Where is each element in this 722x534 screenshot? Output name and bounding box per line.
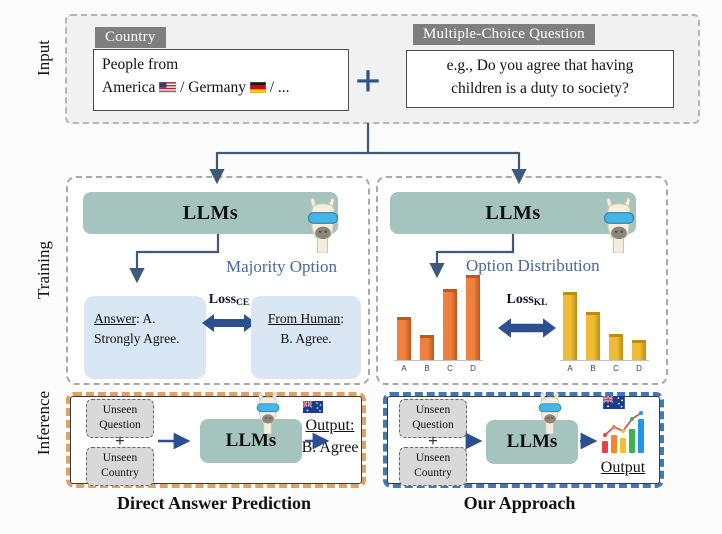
loss-kl-label: LossKL <box>494 292 560 308</box>
bar-category-label: C <box>613 364 619 373</box>
llama-icon <box>603 197 635 253</box>
loss-kl-sub: KL <box>533 298 548 308</box>
bar-chart-human-distribution: A B C D <box>560 276 649 373</box>
country-ellipsis: / ... <box>269 79 290 97</box>
output-left-label: Output: <box>305 417 355 434</box>
answer-rest: : A. <box>136 311 156 326</box>
country-name-1: America <box>102 79 156 97</box>
output-left-text: Output: B. Agree <box>292 415 368 458</box>
loss-ce-label: LossCE <box>198 292 260 308</box>
unseen-country-line1: Unseen <box>415 452 451 464</box>
chart-bars <box>560 276 649 361</box>
unseen-country-line2: Country <box>414 466 452 479</box>
bar-D <box>466 275 480 360</box>
section-label-input: Input <box>34 40 53 76</box>
country-text-box: People from America / Germany / ... <box>93 49 349 111</box>
double-arrow-kl-icon <box>498 318 556 338</box>
bar-category-label: A <box>567 364 573 373</box>
question-line1: e.g., Do you agree that having <box>446 57 634 74</box>
country-sep: / <box>180 79 185 97</box>
plus-small-right: + <box>428 431 438 450</box>
llm-answer-box: Answer: A. Strongly Agree. <box>84 296 206 379</box>
section-label-inference: Inference <box>34 390 53 456</box>
unseen-country-line1: Unseen <box>102 452 138 464</box>
output-chart-icon <box>602 411 644 453</box>
output-left-value: B. Agree <box>301 438 359 456</box>
caption-our-approach: Our Approach <box>463 493 576 513</box>
human-label: From Human <box>267 311 341 326</box>
unseen-question-box-left: Unseen Question <box>86 399 154 438</box>
human-rest: : <box>340 311 345 326</box>
bar-A <box>563 292 577 360</box>
llama-icon <box>538 392 562 434</box>
llm-box-training-left: LLMs <box>83 192 338 234</box>
unseen-question-box-right: Unseen Question <box>399 399 467 438</box>
section-label-training: Training <box>34 241 53 299</box>
country-line1: People from <box>102 56 179 73</box>
human-line2: B. Agree. <box>280 331 332 347</box>
bar-C <box>609 334 623 360</box>
country-header: Country <box>95 27 166 48</box>
country-name-2: Germany <box>188 79 246 97</box>
option-distribution-title: Option Distribution <box>466 256 600 275</box>
loss-kl-base: Loss <box>506 292 534 307</box>
unseen-question-line2: Question <box>99 418 141 431</box>
bar-category-label: D <box>470 364 476 373</box>
output-right-text: Output <box>594 457 652 479</box>
loss-ce-sub: CE <box>236 298 250 308</box>
germany-flag-icon <box>249 82 266 94</box>
llama-icon <box>307 197 339 253</box>
australia-flag-icon <box>303 401 323 413</box>
question-line2: children is a duty to society? <box>451 80 629 98</box>
unseen-question-line1: Unseen <box>415 404 451 416</box>
answer-line2: Strongly Agree. <box>94 331 180 347</box>
llm-box-inference-right: LLMs <box>486 420 578 464</box>
majority-option-title: Majority Option <box>226 257 337 276</box>
bar-B <box>420 335 434 360</box>
unseen-country-line2: Country <box>101 466 139 479</box>
caption-direct-answer: Direct Answer Prediction <box>117 493 311 513</box>
question-header: Multiple-Choice Question <box>413 24 595 45</box>
bar-category-label: C <box>447 364 453 373</box>
double-arrow-ce-icon <box>202 314 256 332</box>
loss-ce-base: Loss <box>208 292 237 307</box>
unseen-question-line2: Question <box>412 418 454 431</box>
chart-category-labels: A B C D <box>560 361 649 373</box>
bar-C <box>443 289 457 360</box>
human-answer-box: From Human: B. Agree. <box>251 296 361 379</box>
unseen-country-box-right: Unseen Country <box>399 447 467 486</box>
output-right-label: Output <box>600 459 646 476</box>
bar-B <box>586 312 600 360</box>
llm-box-training-right: LLMs <box>390 192 636 234</box>
bar-category-label: B <box>590 364 596 373</box>
answer-label: Answer <box>94 311 136 326</box>
plus-small-left: + <box>115 431 125 450</box>
question-text-box: e.g., Do you agree that having children … <box>406 50 674 108</box>
us-flag-icon <box>159 82 177 94</box>
llama-icon <box>256 392 280 434</box>
bar-chart-llm-distribution: A B C D <box>394 275 483 373</box>
unseen-country-box-left: Unseen Country <box>86 447 154 486</box>
bar-category-label: D <box>636 364 642 373</box>
bar-A <box>397 317 411 360</box>
plus-combine-icon: + <box>354 55 382 106</box>
bar-category-label: A <box>401 364 407 373</box>
chart-category-labels: A B C D <box>394 361 483 373</box>
chart-bars <box>394 275 483 361</box>
bar-category-label: B <box>424 364 430 373</box>
bar-D <box>632 340 646 360</box>
llm-box-inference-left: LLMs <box>200 419 302 463</box>
unseen-question-line1: Unseen <box>102 404 138 416</box>
australia-flag-icon <box>603 396 625 409</box>
